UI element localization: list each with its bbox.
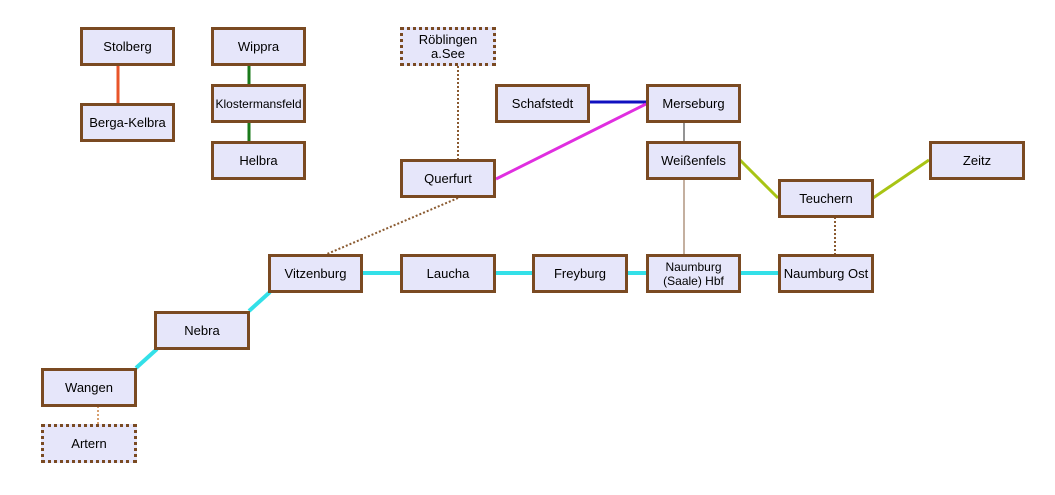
station-klostermansfeld[interactable]: Klostermansfeld	[211, 84, 306, 123]
station-wangen[interactable]: Wangen	[41, 368, 137, 407]
station-nebra[interactable]: Nebra	[154, 311, 250, 350]
station-wippra[interactable]: Wippra	[211, 27, 306, 66]
connection-weissenfels-teuchern	[738, 158, 780, 200]
station-naumburg-saale-hbf[interactable]: Naumburg (Saale) Hbf	[646, 254, 741, 293]
station-freyburg[interactable]: Freyburg	[532, 254, 628, 293]
station-querfurt[interactable]: Querfurt	[400, 159, 496, 198]
connection-querfurt-vitzenburg	[326, 197, 459, 255]
station-schafstedt[interactable]: Schafstedt	[495, 84, 590, 123]
station-teuchern[interactable]: Teuchern	[778, 179, 874, 218]
connection-querfurt-merseburg	[495, 102, 647, 181]
station-naumburg-ost[interactable]: Naumburg Ost	[778, 254, 874, 293]
station-artern[interactable]: Artern	[41, 424, 137, 463]
station-stolberg[interactable]: Stolberg	[80, 27, 175, 66]
station-helbra[interactable]: Helbra	[211, 141, 306, 180]
station-weissenfels[interactable]: Weißenfels	[646, 141, 741, 180]
station-vitzenburg[interactable]: Vitzenburg	[268, 254, 363, 293]
station-roeblingen-a-see[interactable]: Röblingen a.See	[400, 27, 496, 66]
connection-teuchern-zeitz	[872, 158, 930, 200]
station-berga-kelbra[interactable]: Berga-Kelbra	[80, 103, 175, 142]
connection-vitzenburg-nebra	[247, 290, 272, 313]
station-merseburg[interactable]: Merseburg	[646, 84, 741, 123]
station-zeitz[interactable]: Zeitz	[929, 141, 1025, 180]
station-laucha[interactable]: Laucha	[400, 254, 496, 293]
connection-nebra-wangen	[134, 347, 159, 370]
